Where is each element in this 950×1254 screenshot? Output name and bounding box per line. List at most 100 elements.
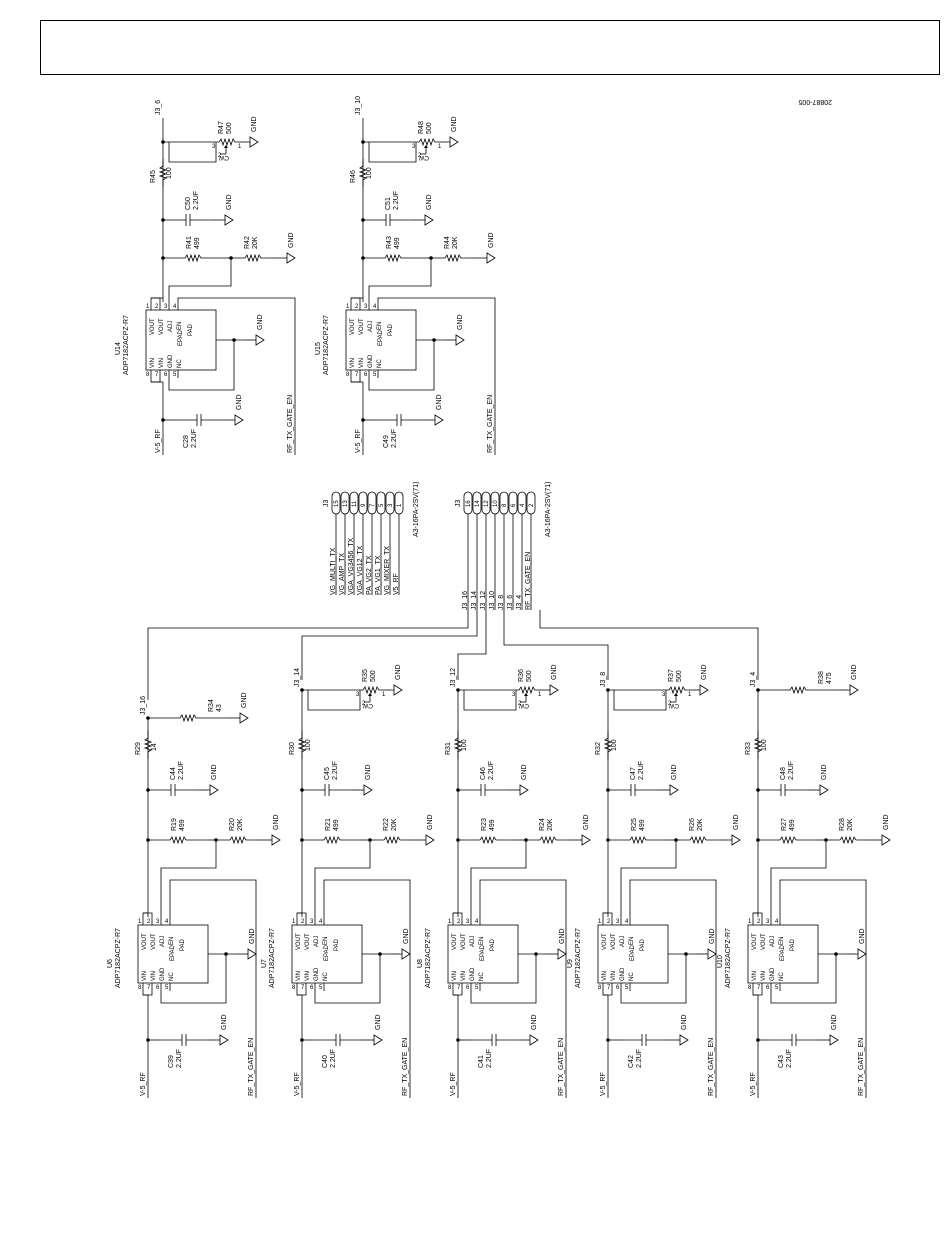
connector-pin-number: 4	[520, 503, 526, 507]
pin-label: ADJ	[314, 936, 320, 947]
gnd-net	[620, 954, 687, 1004]
net-label: J3_10	[489, 591, 496, 610]
c-val: 2.2UF	[638, 761, 645, 780]
pot-pin: 2	[418, 153, 422, 159]
r-ref: R23	[481, 818, 488, 831]
resistor	[758, 835, 818, 845]
gate-label: RF_TX_GATE_EN	[287, 395, 294, 453]
connector-pin-number: 10	[493, 500, 499, 507]
pin-number: 1	[448, 919, 452, 925]
gnd-label: GND	[733, 814, 740, 830]
vin-label: V-5_RF	[750, 1072, 757, 1096]
pin-number: 8	[146, 372, 150, 378]
r-ref: R41	[186, 236, 193, 249]
c-val: 2.2UF	[788, 761, 795, 780]
pin-label: NC	[779, 972, 785, 981]
pin-label: NC	[479, 972, 485, 981]
regulator-ic	[345, 309, 417, 371]
r-val: 100	[761, 739, 768, 751]
pin-number: 7	[457, 985, 461, 991]
wire	[350, 378, 361, 383]
en-net	[629, 879, 717, 1098]
pin-number: 1	[292, 919, 296, 925]
r-ref: R28	[839, 818, 846, 831]
c-ref: C40	[322, 1055, 329, 1068]
gnd-label: GND	[221, 1014, 228, 1030]
pin-label: VIN	[761, 971, 767, 981]
pin-label: EN	[779, 937, 785, 945]
ground-symbol	[234, 414, 244, 426]
gnd-label: GND	[257, 314, 264, 330]
pin-label: VIN	[452, 971, 458, 981]
gnd-label: GND	[521, 764, 528, 780]
connector-pin-number: 14	[475, 500, 481, 507]
pin-label: EPAD	[630, 944, 636, 961]
figure-code: 20887-005	[798, 98, 832, 105]
pin-number: 3	[310, 919, 314, 925]
ground-symbol	[881, 834, 891, 846]
resistor	[676, 835, 720, 845]
pin-label: EN	[377, 322, 383, 330]
gnd-label: GND	[241, 692, 248, 708]
route	[539, 610, 759, 680]
c-val: 2.2UF	[486, 1049, 493, 1068]
gnd-label: GND	[236, 394, 243, 410]
ground-symbol	[455, 334, 465, 346]
r-val: 20K	[252, 236, 259, 249]
ic-part: ADP7182ACPZ-R7	[425, 928, 432, 988]
connector-pin-number: 5	[379, 503, 385, 507]
net-label: J3_4	[750, 672, 757, 687]
wire	[142, 991, 153, 996]
c-val: 2.2UF	[176, 1049, 183, 1068]
pin-label: VIN	[602, 971, 608, 981]
pot-pin: 1	[382, 692, 386, 698]
pin-number: 4	[319, 919, 323, 925]
pin-number: 4	[625, 919, 629, 925]
pot-arrow	[368, 693, 372, 696]
pin-label: EPAD	[378, 329, 384, 346]
gnd-label: GND	[821, 764, 828, 780]
pin-number: 7	[301, 985, 305, 991]
ground-symbol	[679, 1034, 689, 1046]
wire	[452, 912, 463, 917]
pin-number: 8	[346, 372, 350, 378]
ground-symbol	[363, 784, 373, 796]
resistor	[148, 835, 208, 845]
pot-loop	[463, 690, 517, 711]
cw-label: CW	[519, 702, 529, 708]
resistor	[608, 835, 668, 845]
wire	[452, 991, 463, 996]
pin-label: ADJ	[160, 936, 166, 947]
route	[147, 610, 469, 700]
pin-number: 6	[310, 985, 314, 991]
connector-pin	[508, 491, 518, 515]
pot-pin: 3	[512, 692, 516, 698]
pin-number: 3	[466, 919, 470, 925]
ground-symbol	[286, 252, 296, 264]
pin-number: 1	[138, 919, 142, 925]
pin-number: 5	[319, 985, 323, 991]
pin-number: 6	[364, 372, 368, 378]
regulator-ic	[145, 309, 217, 371]
r-val: 20K	[237, 818, 244, 831]
r-ref: R25	[631, 818, 638, 831]
pin-label: VIN	[359, 358, 365, 368]
gnd-label: GND	[288, 232, 295, 248]
pin-number: 4	[475, 919, 479, 925]
net-label: VG_AMP_TX	[339, 553, 346, 595]
net-label: J3_16	[140, 696, 147, 715]
pin-number: 5	[475, 985, 479, 991]
pin-number: 2	[301, 919, 305, 925]
gnd-label: GND	[427, 814, 434, 830]
pin-label: VOUT	[350, 318, 356, 335]
c-val: 2.2UF	[193, 191, 200, 210]
pin-label: VIN	[305, 971, 311, 981]
r-ref: R36	[518, 669, 525, 682]
ic-ref: U9	[567, 959, 574, 968]
pin-label: PAD	[388, 323, 394, 336]
ic-part: ADP7182ACPZ-R7	[575, 928, 582, 988]
pin-label: GND	[168, 354, 174, 368]
pot-loop	[613, 690, 667, 711]
pot-arrow	[224, 145, 228, 148]
c-ref: C44	[170, 767, 177, 780]
